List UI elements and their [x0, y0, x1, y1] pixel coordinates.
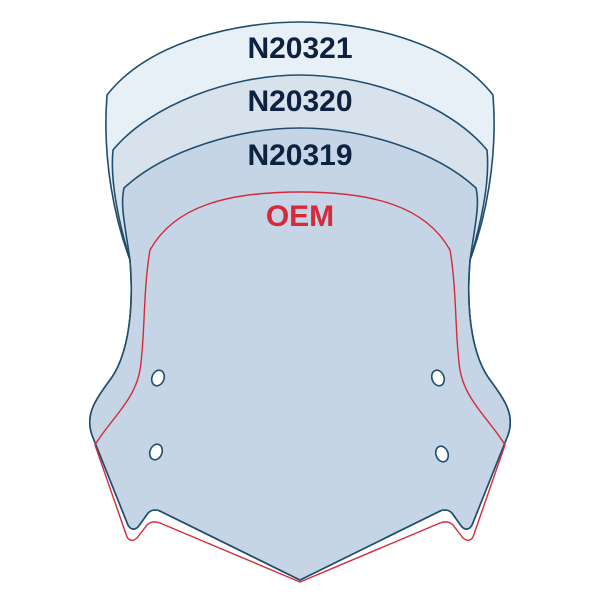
- label-n20319: N20319: [247, 139, 352, 172]
- mounting-hole-lower-left: [148, 443, 164, 461]
- label-oem: OEM: [266, 200, 334, 233]
- mounting-hole-lower-right: [434, 445, 450, 463]
- label-n20320: N20320: [247, 85, 352, 118]
- mounting-hole-upper-left: [150, 369, 166, 387]
- mounting-hole-upper-right: [430, 369, 446, 387]
- windscreen-outline-oem: [94, 191, 506, 583]
- label-n20321: N20321: [247, 32, 352, 65]
- windscreen-outline-n20319: [88, 127, 512, 581]
